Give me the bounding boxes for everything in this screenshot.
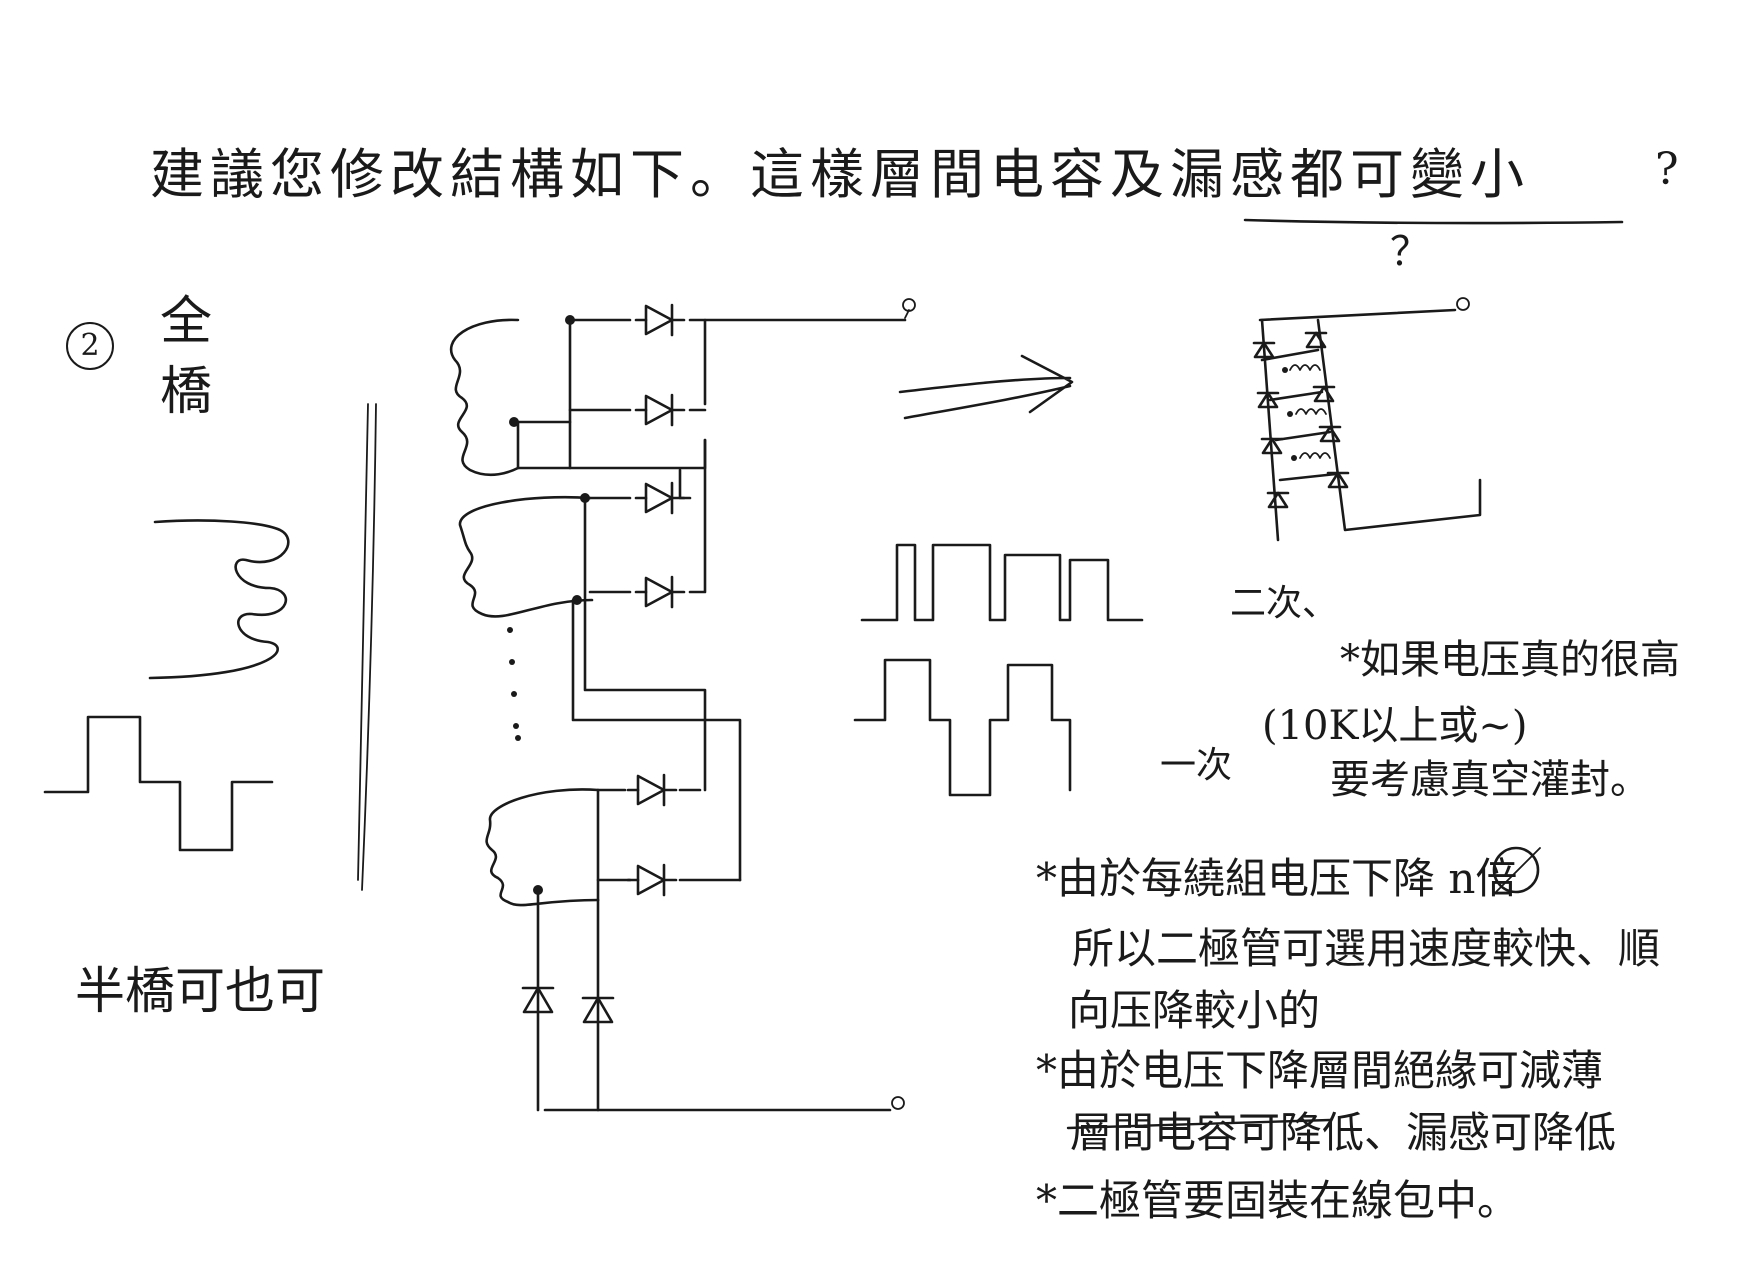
divider-line [357, 403, 369, 881]
note-vacuum-potting: 要考慮真空灌封。 [1330, 757, 1650, 803]
bullet-1: *由於每繞組电压下降 n倍 [1036, 854, 1518, 903]
coil-2 [458, 495, 594, 618]
bullet-1-line-3: 向压降較小的 [1068, 986, 1321, 1035]
note-high-voltage: *如果电压真的很高 [1340, 637, 1680, 683]
arrow [898, 354, 1074, 420]
bullet-1-line-2: 所以二極管可選用速度較快、順 [1072, 924, 1661, 973]
bullet-2: *由於电压下降層間絕緣可減薄 [1036, 1046, 1604, 1095]
coil-3 [485, 788, 600, 907]
divider-line-2 [361, 403, 377, 891]
secondary-label: 二次、 [1230, 583, 1339, 624]
bullet-2-line-2: 層間电容可降低、漏感可降低 [1070, 1108, 1617, 1157]
waveform-primary [853, 658, 1072, 797]
scribble-circle [1492, 846, 1540, 894]
question-mark: ？ [1390, 229, 1430, 275]
primary-label: 一次 [1160, 745, 1233, 786]
page-title: 建議您修改結構如下。這樣層間电容及漏感都可變小 [150, 143, 1530, 206]
waveform-left [43, 715, 274, 852]
bullet-3: *二極管要固裝在線包中。 [1036, 1176, 1520, 1225]
full-bridge-label-1: 全 [160, 292, 213, 352]
title-underline [1243, 218, 1624, 225]
half-bridge-label: 半橋可也可 [75, 962, 325, 1020]
coil-left [148, 519, 290, 680]
circled-number: 2 [66, 322, 114, 370]
strikethrough [1066, 1118, 1332, 1130]
note-voltage-range: (10K以上或~) [1262, 703, 1528, 749]
full-bridge-label-2: 橋 [160, 362, 213, 422]
coil-1 [449, 318, 520, 477]
title-tail-question: ? [1655, 144, 1679, 195]
waveform-secondary [860, 543, 1144, 622]
